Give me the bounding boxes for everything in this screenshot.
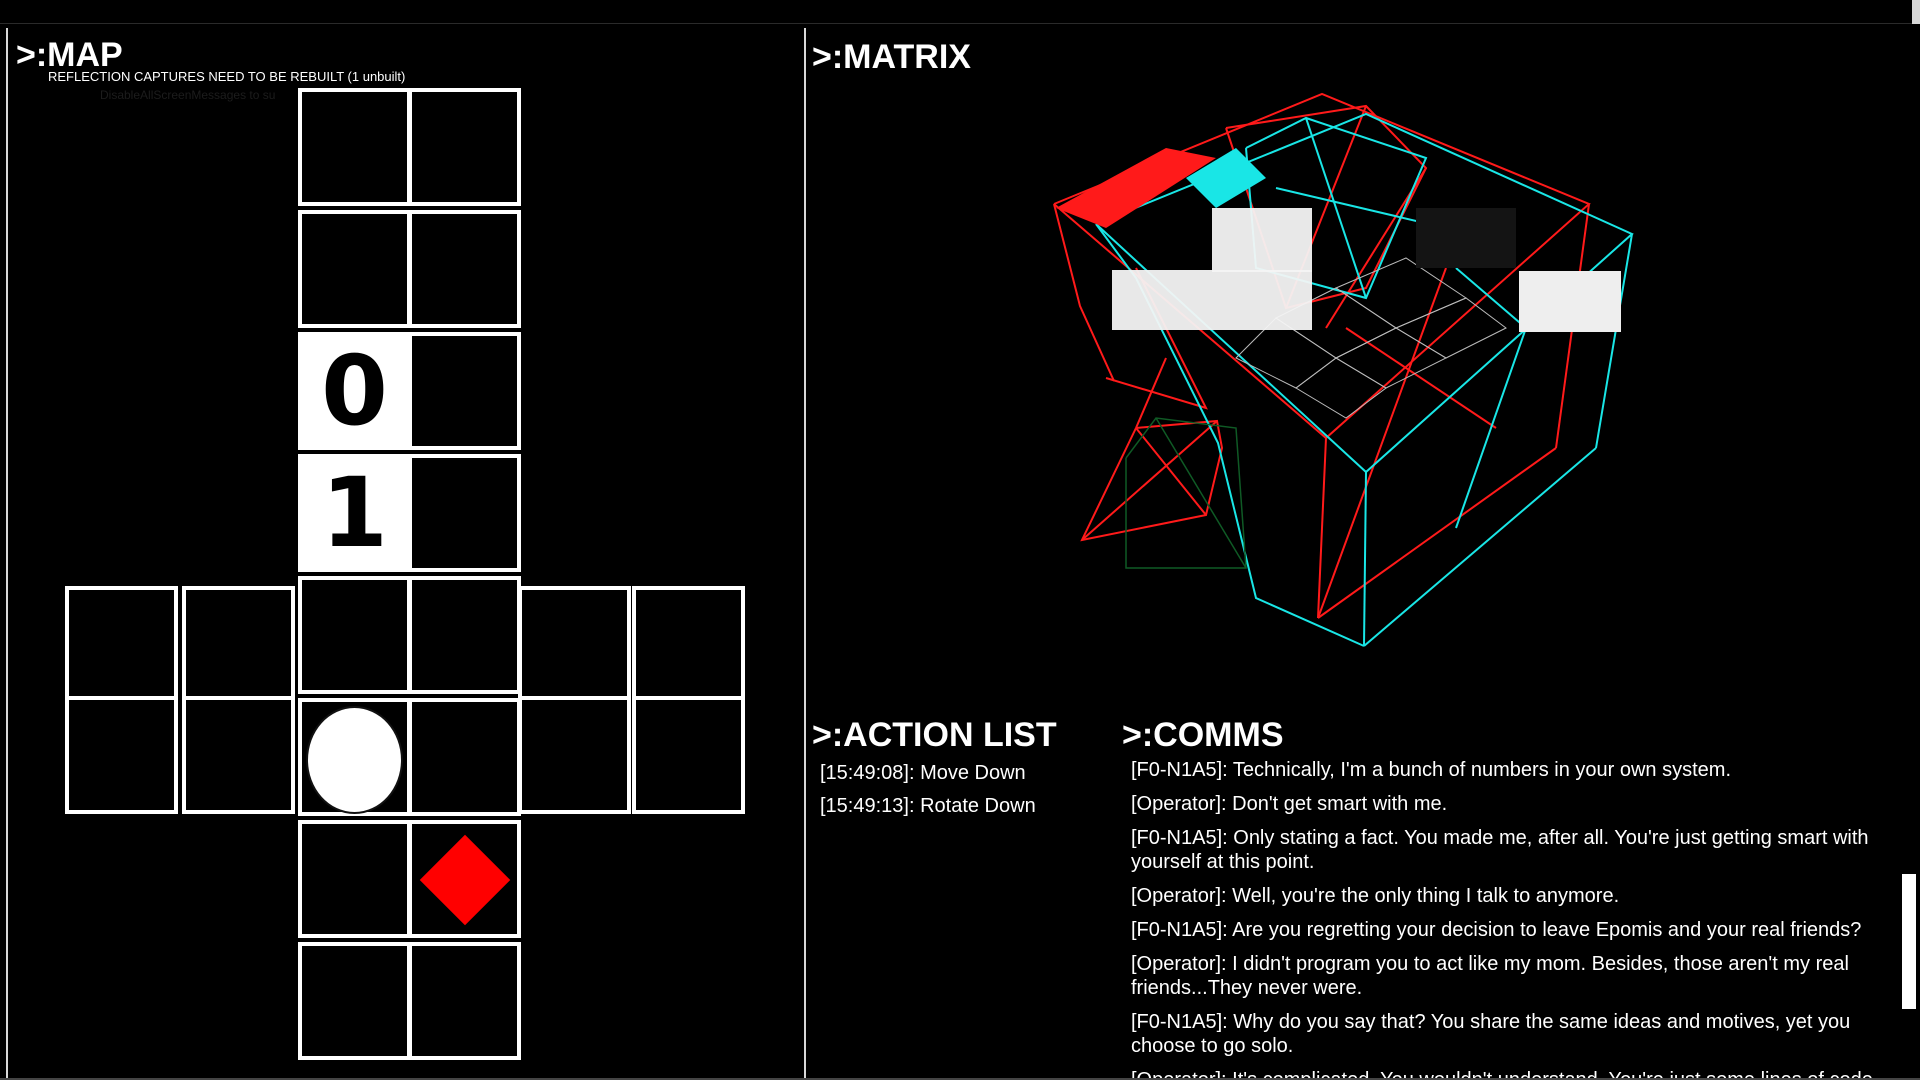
cyan-face-fill	[1186, 148, 1266, 208]
map-cell[interactable]	[408, 454, 521, 572]
wireframe-cube-view[interactable]	[806, 28, 1920, 704]
map-cell[interactable]	[408, 210, 521, 328]
map-cell-numbered[interactable]: 0	[298, 332, 411, 450]
floor-grid	[1235, 257, 1507, 419]
map-cell[interactable]	[632, 696, 745, 814]
map-cell[interactable]	[182, 696, 295, 814]
reflection-warning: REFLECTION CAPTURES NEED TO BE REBUILT (…	[48, 69, 406, 84]
comms-log[interactable]: [F0-N1A5]: Technically, I'm a bunch of n…	[1131, 758, 1891, 1080]
map-title: >:MAP	[16, 36, 123, 74]
comms-panel: >:COMMS [F0-N1A5]: Technically, I'm a bu…	[1118, 704, 1920, 1080]
map-cell[interactable]	[408, 332, 521, 450]
player-circle-icon	[306, 706, 403, 814]
map-cell[interactable]	[518, 696, 631, 814]
map-panel: >:MAP REFLECTION CAPTURES NEED TO BE REB…	[6, 28, 806, 1078]
ghost-debug-text: DisableAllScreenMessages to su	[100, 88, 276, 102]
overlay-block-right	[1519, 271, 1621, 332]
comms-line: [Operator]: It's complicated. You wouldn…	[1131, 1069, 1879, 1080]
map-cell[interactable]	[298, 576, 411, 694]
action-item: [15:49:08]: Move Down	[820, 762, 1026, 784]
map-cell[interactable]	[408, 942, 521, 1060]
comms-line: [Operator]: Well, you're the only thing …	[1131, 885, 1620, 907]
overlay-block-left	[1112, 270, 1312, 330]
map-cell[interactable]	[408, 88, 521, 206]
cyan-wireframe	[1095, 112, 1634, 647]
red-face-fill	[1056, 148, 1216, 228]
comms-line: [F0-N1A5]: Technically, I'm a bunch of n…	[1131, 759, 1731, 781]
map-cell-target[interactable]	[408, 820, 521, 938]
action-list-title: >:ACTION LIST	[812, 716, 1057, 754]
cell-number-0: 0	[321, 335, 388, 447]
overlay-block-mid	[1212, 208, 1312, 272]
comms-line: [F0-N1A5]: Only stating a fact. You made…	[1131, 827, 1869, 873]
action-list-panel: >:ACTION LIST [15:49:08]: Move Down [15:…	[804, 704, 1120, 1080]
map-cell-player[interactable]	[298, 698, 411, 816]
shadow-block	[1416, 208, 1516, 268]
cell-number-1: 1	[321, 457, 388, 569]
bottom-edge	[0, 1078, 1920, 1080]
comms-line: [Operator]: Don't get smart with me.	[1131, 793, 1448, 815]
comms-line: [Operator]: I didn't program you to act …	[1131, 953, 1849, 999]
matrix-panel: >:MATRIX	[804, 28, 1920, 706]
green-wireframe	[1125, 417, 1247, 569]
map-cell[interactable]	[298, 88, 411, 206]
comms-line: [F0-N1A5]: Why do you say that? You shar…	[1131, 1011, 1851, 1057]
map-cell[interactable]	[298, 820, 411, 938]
top-bar	[0, 0, 1920, 24]
comms-scrollbar[interactable]	[1902, 874, 1916, 1009]
red-diamond-icon	[419, 834, 511, 926]
map-cell[interactable]	[298, 210, 411, 328]
comms-title: >:COMMS	[1122, 716, 1284, 754]
map-cell[interactable]	[632, 586, 745, 704]
action-item: [15:49:13]: Rotate Down	[820, 795, 1036, 817]
map-cell[interactable]	[65, 586, 178, 704]
top-bar-edge	[1912, 0, 1920, 24]
map-cell[interactable]	[182, 586, 295, 704]
map-cell[interactable]	[65, 696, 178, 814]
map-cell[interactable]	[518, 586, 631, 704]
comms-line: [F0-N1A5]: Are you regretting your decis…	[1131, 919, 1862, 941]
map-cell[interactable]	[408, 576, 521, 694]
map-cell-numbered[interactable]: 1	[298, 454, 411, 572]
matrix-title: >:MATRIX	[812, 38, 971, 76]
map-cell[interactable]	[298, 942, 411, 1060]
map-cell[interactable]	[408, 698, 521, 816]
